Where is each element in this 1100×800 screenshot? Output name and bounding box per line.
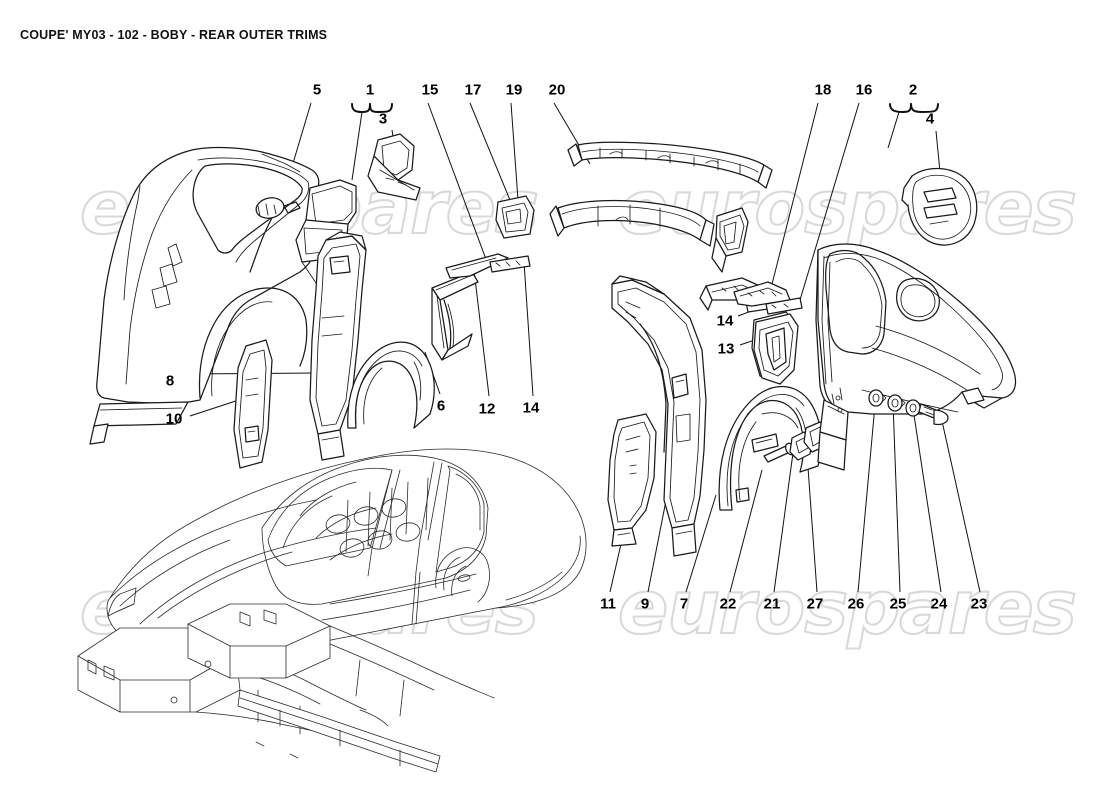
part-rear-quarter-panel-right (815, 243, 1017, 471)
part-inner-wheelhouse-left (309, 231, 367, 461)
car-body-illustration (77, 448, 587, 773)
part-bracket-15 (495, 195, 535, 239)
bracket-2-4 (889, 103, 939, 114)
part-wheelarch-liner-left (347, 341, 435, 429)
callout-27: 27 (806, 595, 824, 613)
callout-20: 20 (548, 81, 566, 99)
callout-8: 8 (165, 372, 175, 390)
part-trim-strip-12 (431, 271, 479, 361)
callout-24: 24 (930, 595, 948, 613)
callout-2: 2 (908, 81, 918, 99)
callout-12: 12 (478, 400, 496, 418)
part-bracket-13 (753, 313, 799, 385)
callout-23: 23 (970, 595, 988, 613)
part-upper-rail-20 (567, 141, 773, 189)
callout-19: 19 (505, 81, 523, 99)
callout-14: 14 (522, 399, 540, 417)
callout-18: 18 (814, 81, 832, 99)
part-trim-strip-17 (711, 207, 749, 273)
callout-11: 11 (600, 595, 616, 613)
callout-14b: 14 (716, 312, 734, 330)
part-bracket-3 (367, 133, 421, 201)
part-trim-panel-right-top (901, 167, 978, 246)
callout-25: 25 (889, 595, 907, 613)
callout-13: 13 (717, 340, 735, 358)
callout-7: 7 (679, 595, 689, 613)
part-trim-strip-14a (445, 253, 531, 279)
part-trim-strip-14b (733, 281, 803, 315)
callout-3: 3 (378, 110, 388, 128)
part-fasteners-group (868, 389, 949, 426)
watermark-text: eurospares (618, 165, 1076, 251)
callout-17: 17 (464, 81, 482, 99)
watermark-text: eurospares (618, 565, 1076, 651)
page-title: COUPE' MY03 - 102 - BOBY - REAR OUTER TR… (20, 28, 328, 42)
part-b-pillar-reinforcement (611, 275, 707, 557)
part-rear-quarter-panel-left (89, 146, 320, 445)
callout-26: 26 (847, 595, 865, 613)
part-lower-pillar-trim-11 (607, 413, 657, 547)
part-retainer-stud (249, 197, 301, 273)
part-lower-pillar-trim-left (233, 339, 273, 469)
callout-9: 9 (640, 595, 650, 613)
callout-15: 15 (421, 81, 439, 99)
bracket-1-3 (351, 103, 393, 114)
callout-6: 6 (436, 397, 446, 415)
callout-16: 16 (855, 81, 873, 99)
callout-5: 5 (312, 81, 322, 99)
callout-10: 10 (165, 410, 183, 428)
leader-lines-top-right (769, 102, 941, 301)
callout-1: 1 (365, 81, 375, 99)
callout-22: 22 (719, 595, 737, 613)
callout-4: 4 (925, 110, 935, 128)
callout-21: 21 (763, 595, 781, 613)
part-curved-trim-19 (549, 199, 715, 247)
